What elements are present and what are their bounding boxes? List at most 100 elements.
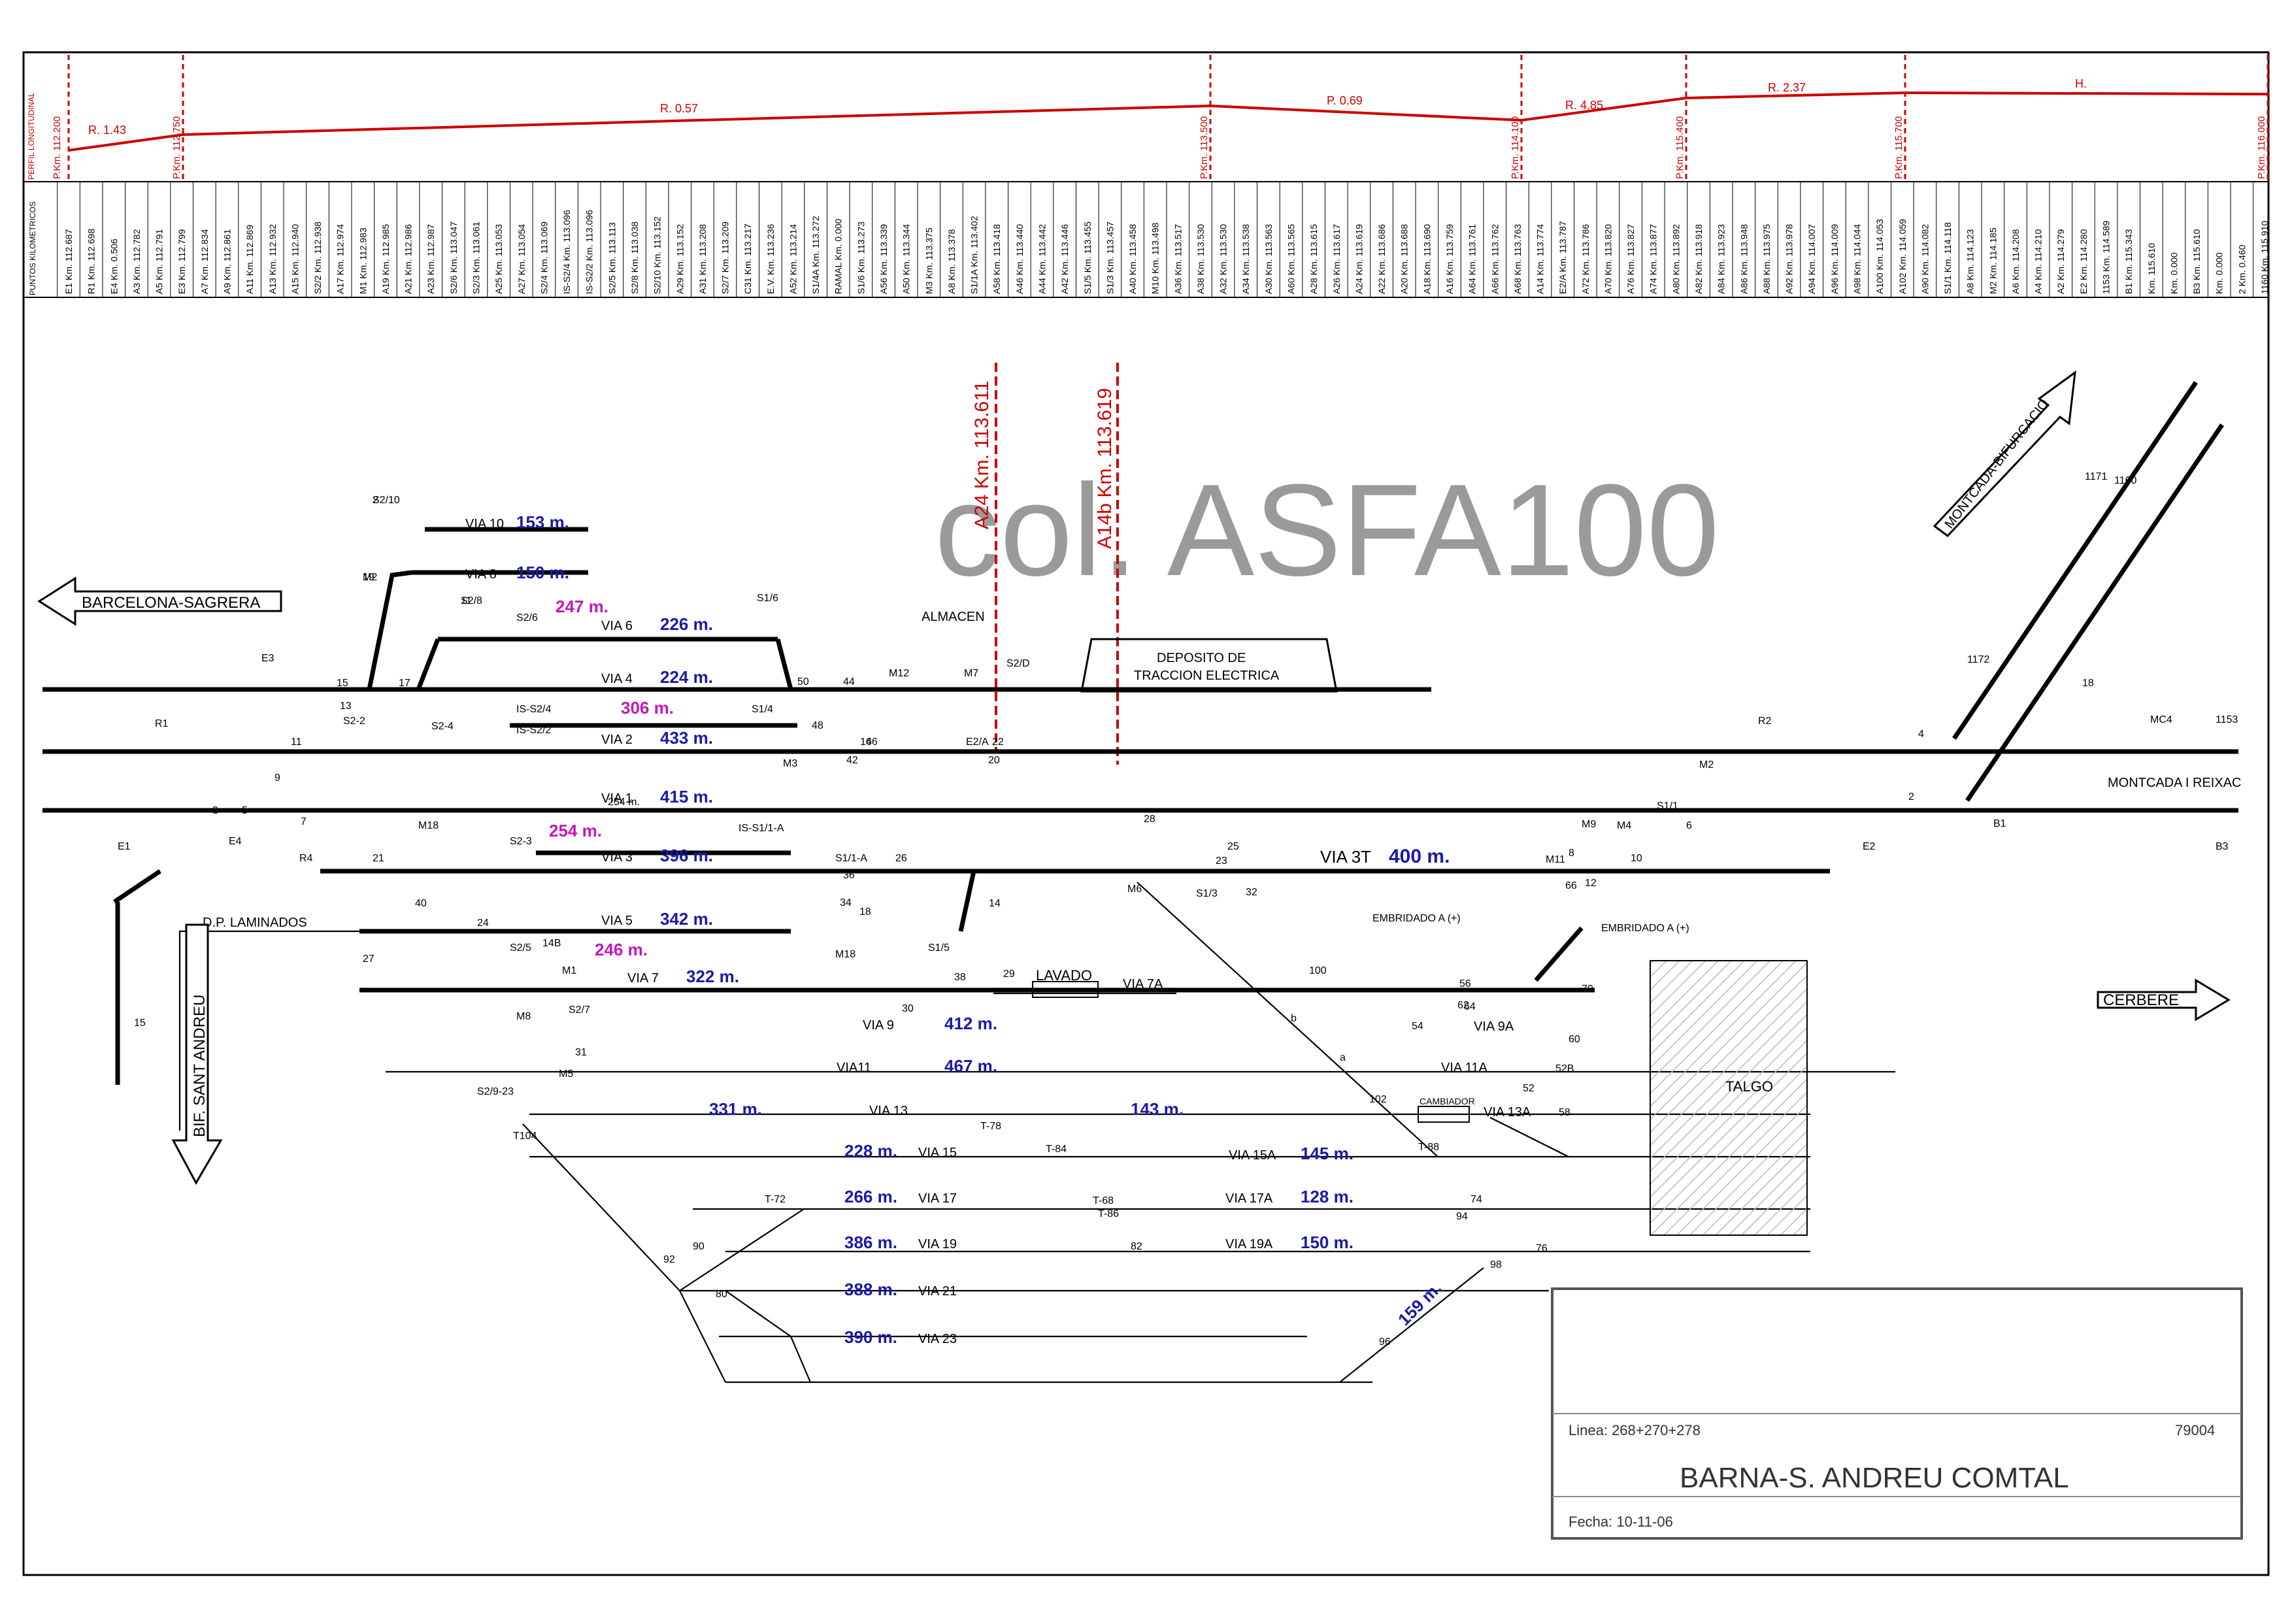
signal-label: 36 [843,870,855,881]
track-length: 153 m. [516,512,569,532]
track-length: 400 m. [1389,846,1450,867]
depot-label: TRACCION ELECTRICA [1134,669,1280,683]
pk-mark: P.Km. 112.750 [171,116,182,179]
signal-label: 58 [1559,1107,1570,1118]
signal-label: 8 [1569,848,1574,859]
signal-label: M2 [363,572,377,583]
pk-mark: P.Km. 114.100 [1510,116,1521,179]
track-length: 246 m. [595,940,648,959]
svg-text:MONTCADA-BIFURCACIO: MONTCADA-BIFURCACIO [1942,397,2052,531]
km-point-label: A6 Km. 114.208 [2010,229,2021,294]
signal-label: 92 [663,1254,675,1265]
signal-label: 23 [1216,855,1227,867]
signal-label: 26 [895,853,907,864]
km-point-label: A7 Km. 112.834 [199,229,210,294]
depot-label: DEPOSITO DE [1157,651,1246,665]
arrow-cerbere: CERBERE [2097,978,2231,1021]
track-length: 150 m. [516,563,569,582]
signal-label: T-68 [1093,1195,1114,1206]
km-point-label: IS-S2/2 Km. 113.096 [584,210,595,294]
drawing-number: 79004 [2175,1422,2215,1438]
track-name: VIA 4 [601,672,633,686]
svg-text:BIF. SANT ANDREU: BIF. SANT ANDREU [191,995,208,1137]
red-marker-label: A24 Km. 113.611 [971,381,993,529]
km-point-label: S1/4A Km. 113.272 [810,216,821,294]
signal-label: 82 [1131,1241,1142,1252]
track-length: 467 m. [944,1056,997,1076]
km-point-label: A102 Km. 114.059 [1897,219,1908,294]
km-point-label: A56 Km. 113.339 [878,224,889,294]
km-point-label: A4 Km. 114.210 [2033,229,2044,294]
km-point-label: A30 Km. 113.563 [1263,224,1274,294]
track-name: VIA 13 [869,1104,908,1118]
track-name: VIA 17A [1225,1191,1273,1206]
track-name: VIA 19 [918,1237,957,1251]
signal-label: 10 [1631,853,1642,864]
signal-label: 102 [1369,1094,1387,1105]
pk-mark: P.Km. 115.700 [1893,116,1904,179]
km-point-label: A40 Km. 113.458 [1127,224,1138,294]
signal-label: S1/6 [757,593,778,604]
signal-label: B1 [1993,818,2006,829]
signal-label: 60 [1569,1034,1580,1045]
km-point-label: IS-S2/4 Km. 113.096 [561,210,572,294]
signal-label: S2/6 [516,612,538,623]
km-point-label: A38 Km. 113.530 [1195,224,1206,294]
signal-label: S1/5 [928,942,950,953]
signal-label: 6 [1686,820,1692,831]
km-point-label: M3 Km. 113.375 [923,227,934,294]
signal-label: 38 [954,972,966,983]
signal-label: S2/8 [461,595,482,606]
km-point-label: A88 Km. 113.975 [1761,224,1772,294]
km-point-label: S1/1 Km. 114.118 [1942,222,1953,294]
km-point-label: M1 Km. 112.983 [357,227,368,294]
red-marker-label: A14b Km. 113.619 [1094,388,1116,549]
track-name: VIA 3T [1320,847,1371,867]
signal-label: 20 [988,755,1000,766]
km-point-label: A29 Km. 113.152 [674,224,685,294]
traction-depot [1080,638,1338,693]
km-point-label: A36 Km. 113.517 [1172,224,1183,294]
signal-label: 2 [373,495,378,506]
km-point-label: A9 Km. 112.861 [222,229,232,294]
km-point-label: B3 Km. 115.610 [2191,229,2202,294]
signal-label: E4 [229,836,242,847]
signal-label: M18 [418,820,439,831]
signal-label: S1/4 [752,704,773,715]
signal-label: 52 [1523,1083,1535,1094]
pk-mark: P.Km. 116.000 [2256,116,2267,179]
km-point-label: A44 Km. 113.442 [1037,224,1047,294]
track-length: 145 m. [1301,1144,1354,1163]
signal-label: 46 [866,737,878,748]
title-block: Linea: 268+270+278 79004 BARNA-S. ANDREU… [1551,1287,2243,1540]
sheet-border [22,51,2270,1576]
km-point-label: S2/2 Km. 112.938 [312,222,323,294]
signal-label: 90 [693,1241,705,1252]
signal-label: E2/A [966,737,989,748]
km-point-label: R1 Km. 112.698 [86,229,97,294]
track-length: 143 m. [1131,1099,1184,1119]
pk-mark: P.Km. 115.400 [1674,116,1686,179]
km-point-label: S2/8 Km. 113.038 [629,222,640,294]
signal-label: 80 [716,1289,727,1300]
km-point-label: A70 Km. 113.820 [1603,224,1613,294]
signal-label: M12 [889,668,909,679]
signal-label: M8 [516,1011,531,1022]
km-point-label: S2/10 Km. 113.152 [652,216,663,294]
km-point-label: A25 Km. 113.053 [493,224,504,294]
signal-label: S2-2 [343,716,365,727]
km-point-label: A46 Km. 113.440 [1014,224,1025,294]
signal-label: E3 [261,653,274,664]
track-length: 254 m. [549,821,602,840]
km-point-label: A3 Km. 112.782 [131,229,142,294]
signal-label: 2 [1908,791,1914,803]
track-name: VIA 5 [601,914,633,928]
km-point-label: A68 Km. 113.763 [1512,224,1523,294]
signal-label: M6 [1127,884,1142,895]
km-point-label: A19 Km. 112.985 [380,224,391,294]
km-point-label: A14 Km. 113.774 [1535,224,1546,294]
signal-label: 42 [846,755,858,766]
signal-label: 15 [134,1018,146,1029]
track-length: 331 m. [709,1099,762,1119]
